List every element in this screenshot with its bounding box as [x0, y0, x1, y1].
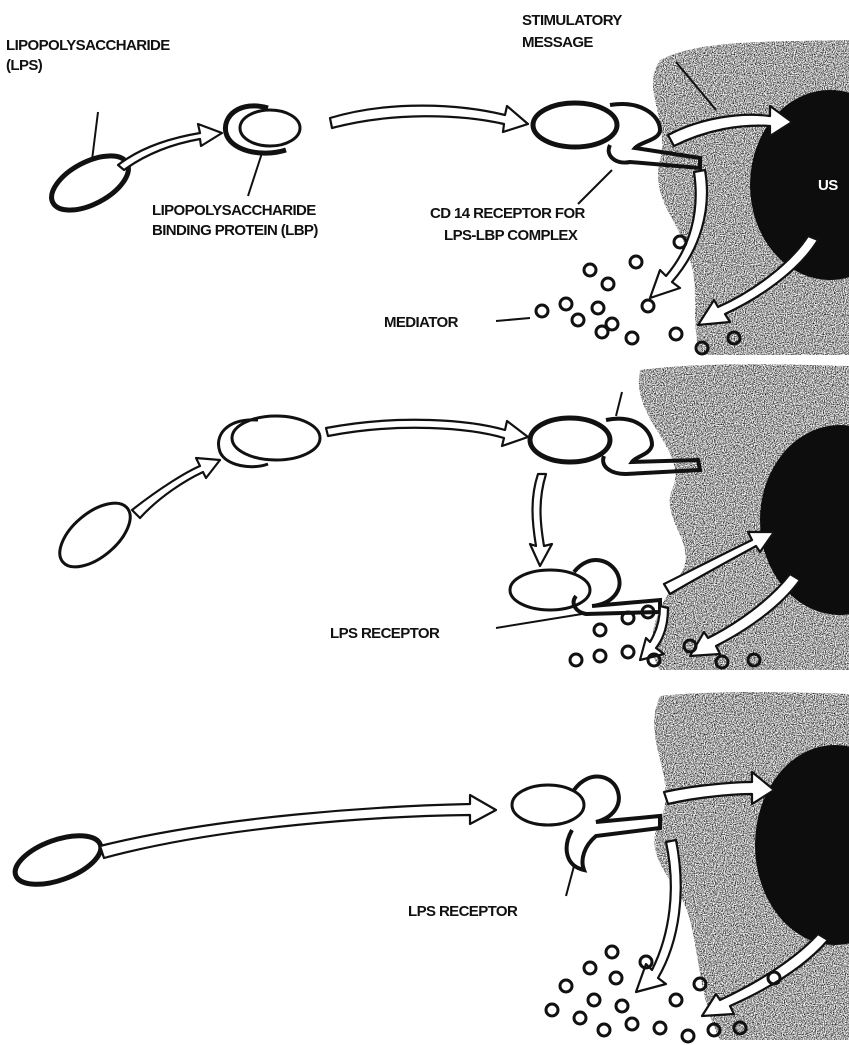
lps-molecule-1: [43, 145, 137, 222]
mediator-leader-line: [496, 318, 530, 321]
arrow-lps-to-lbp-2: [132, 458, 220, 518]
lps-receptor-label-3: LPS RECEPTOR: [408, 903, 518, 920]
arrow-lps-to-receptor-3: [100, 795, 496, 858]
lps-molecule-2: [49, 491, 142, 579]
lbp-complex-1: [225, 106, 300, 153]
lps-label: LIPOPOLYSACCHARIDE: [6, 37, 170, 54]
lps-abbrev-label: (LPS): [6, 57, 43, 74]
mediator-label: MEDIATOR: [384, 314, 459, 331]
lps-molecule-3: [9, 826, 107, 894]
stimulatory-label-line2: MESSAGE: [522, 34, 593, 51]
lps-receptor-leader-line-3: [566, 866, 574, 896]
arrow-lps-to-lbp-1: [118, 124, 222, 170]
arrow-lbp-to-cd14-1: [330, 106, 528, 132]
cd14-leader-line: [578, 170, 612, 204]
lps-receptor-complex-3: [512, 777, 660, 870]
arrow-release-3a: [636, 840, 681, 992]
arrow-down-2: [530, 474, 552, 566]
lbp-label-line1: LIPOPOLYSACCHARIDE: [152, 202, 316, 219]
cd14-leader-line-2: [616, 392, 622, 416]
lbp-complex-2: [219, 416, 320, 467]
panel-3: LPS RECEPTOR: [9, 692, 849, 1042]
cd14-label-line2: LPS-LBP COMPLEX: [444, 227, 578, 244]
lbp-leader-line: [248, 153, 262, 196]
stimulatory-label-line1: STIMULATORY: [522, 12, 622, 29]
cell-region-1: US: [653, 40, 849, 355]
arrow-lbp-to-cd14-2: [326, 420, 528, 446]
lps-receptor-leader-line-2: [496, 614, 582, 628]
nucleus-label-fragment: US: [818, 177, 838, 194]
panel-1: US LIPOPOLYSACCHARIDE (LPS) LIPOPOLYSACC…: [6, 12, 849, 355]
lps-receptor-label-2: LPS RECEPTOR: [330, 625, 440, 642]
lbp-label-line2: BINDING PROTEIN (LBP): [152, 222, 318, 239]
cd14-label-line1: CD 14 RECEPTOR FOR: [430, 205, 586, 222]
panel-2: LPS RECEPTOR: [49, 364, 849, 670]
lps-receptor-complex-2: [510, 560, 660, 614]
lps-leader-line: [92, 112, 98, 160]
